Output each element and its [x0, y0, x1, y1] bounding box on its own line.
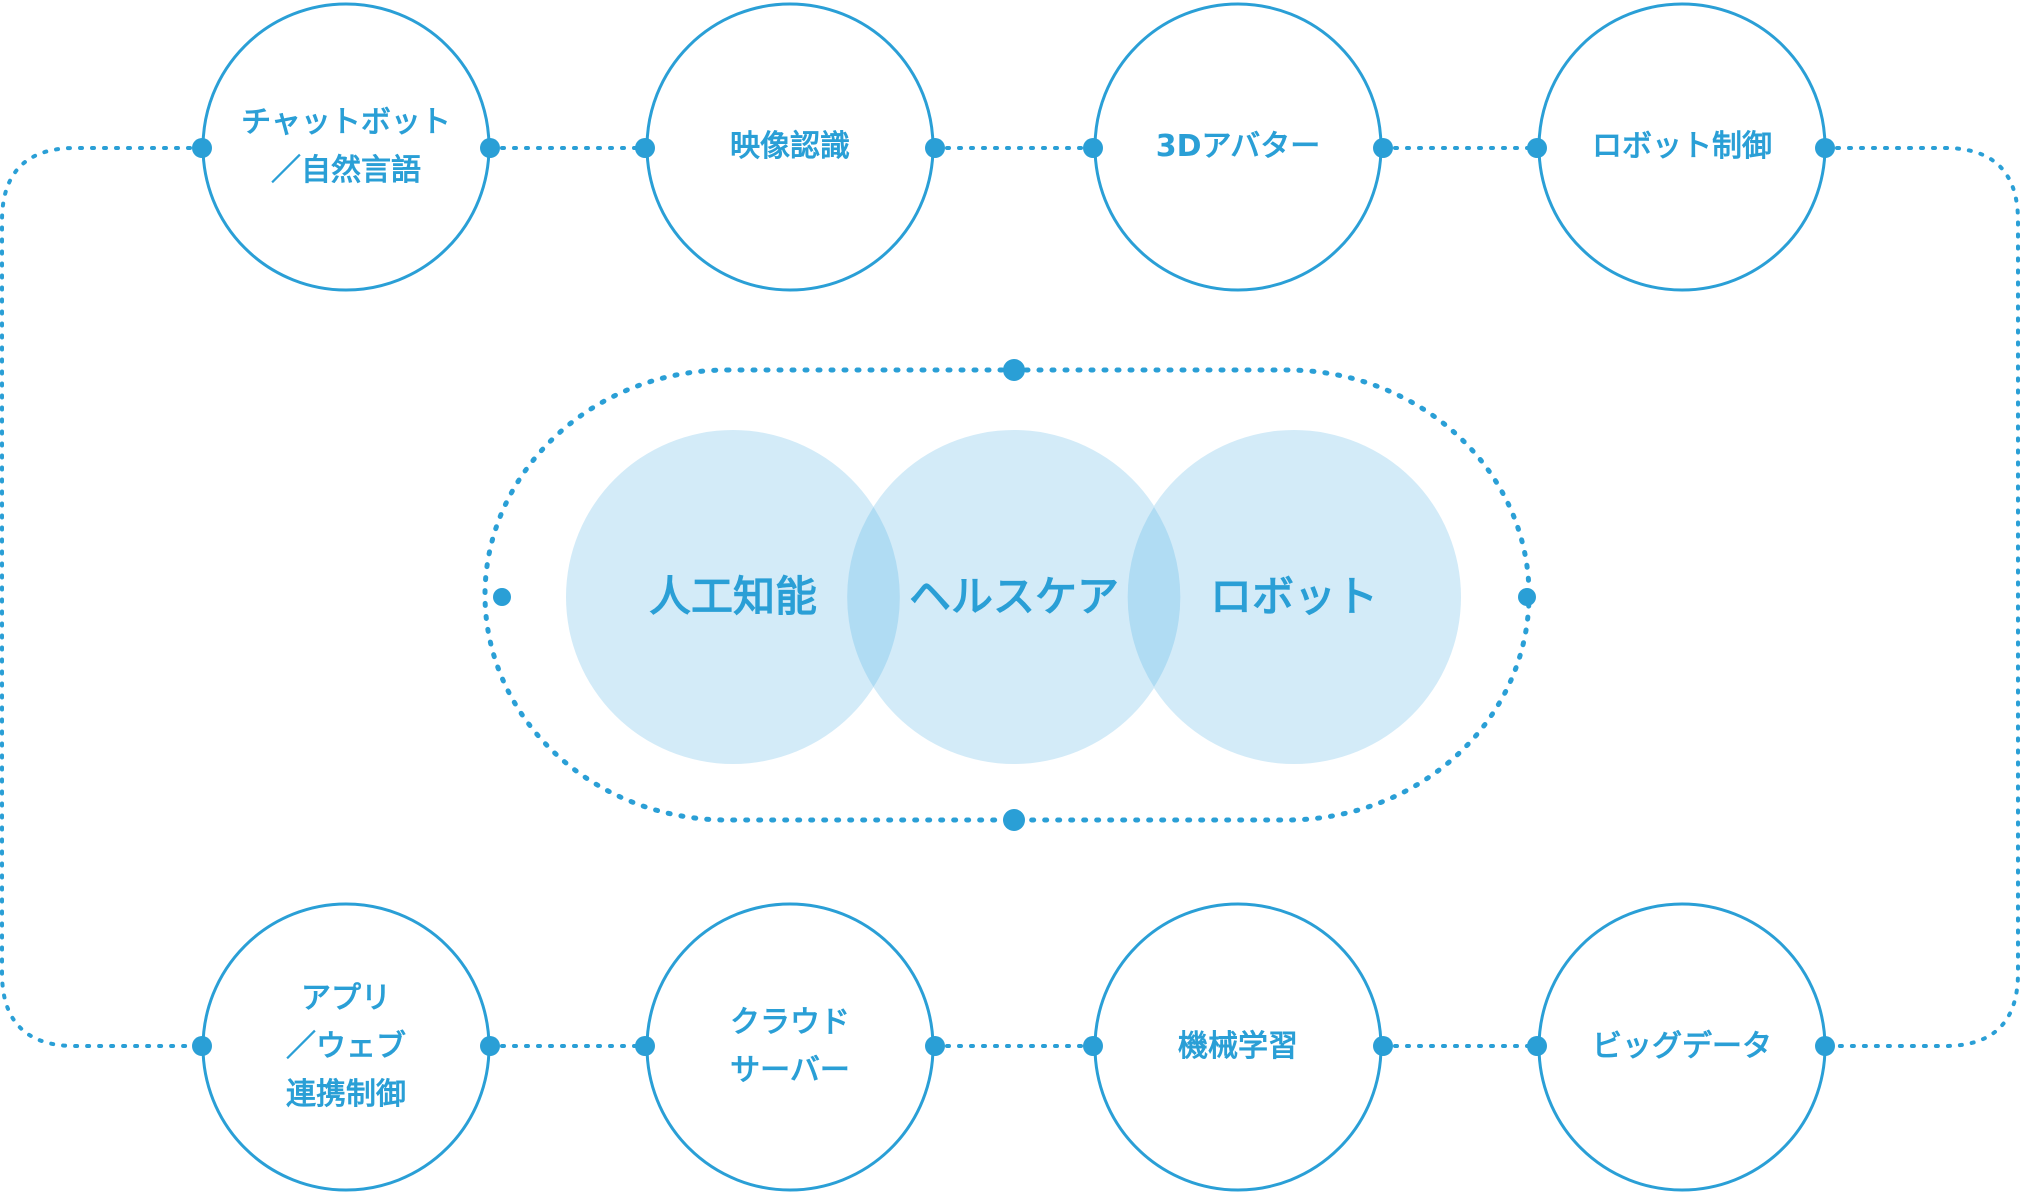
node-label-cloud-server: クラウドサーバー	[650, 999, 930, 1095]
node-label-line: 連携制御	[286, 1077, 406, 1112]
node-label-line: 機械学習	[1178, 1029, 1298, 1064]
node-label-line: ビッグデータ	[1592, 1029, 1772, 1064]
dot	[925, 1036, 945, 1056]
venn-label-healthcare: ヘルスケア	[908, 572, 1119, 621]
venn-overlap-left	[847, 507, 900, 687]
node-label-line: サーバー	[730, 1053, 850, 1088]
dot	[635, 138, 655, 158]
node-label-line: チャットボット	[241, 105, 451, 140]
inner-loop-ring	[482, 367, 1532, 823]
node-label-line: クラウド	[730, 1005, 850, 1040]
node-label-machine-learning: 機械学習	[1098, 1023, 1378, 1071]
dot	[1373, 1036, 1393, 1056]
dot	[1815, 1036, 1835, 1056]
venn-circle-robot	[1127, 430, 1461, 764]
dot	[1373, 138, 1393, 158]
dot	[925, 138, 945, 158]
connector-dots	[192, 138, 1835, 1056]
dot	[635, 1036, 655, 1056]
dot	[1083, 1036, 1103, 1056]
dot	[480, 1036, 500, 1056]
outer-node-circles	[201, 2, 1827, 1192]
dot	[480, 138, 500, 158]
node-label-line: ロボット制御	[1592, 129, 1772, 164]
venn-label-ai: 人工知能	[648, 572, 817, 621]
dot	[1527, 138, 1547, 158]
node-label-line: ／自然言語	[271, 153, 421, 188]
node-label-line: 3Dアバター	[1155, 129, 1321, 164]
dot	[1518, 588, 1536, 606]
dot	[192, 138, 212, 158]
node-connectors	[488, 146, 1539, 1048]
venn-circle-ai	[566, 430, 900, 764]
node-label-app-web: アプリ ／ウェブ連携制御	[206, 975, 486, 1119]
node-label-line: ／ウェブ	[286, 1029, 406, 1064]
venn-label-robot: ロボット	[1209, 572, 1378, 621]
dot	[1003, 809, 1025, 831]
dot	[1003, 359, 1025, 381]
node-label-line: アプリ	[301, 981, 391, 1016]
node-label-image-recognition: 映像認識	[650, 123, 930, 171]
node-label-line: 映像認識	[730, 129, 850, 164]
venn-group	[566, 430, 1461, 764]
dot	[1527, 1036, 1547, 1056]
node-label-big-data: ビッグデータ	[1542, 1023, 1822, 1071]
outer-loop-connector	[0, 146, 2020, 1048]
venn-overlap-right	[1127, 507, 1181, 687]
venn-circle-healthcare	[847, 430, 1181, 764]
node-label-chatbot: チャットボット ／自然言語	[206, 99, 486, 195]
dot	[1815, 138, 1835, 158]
dot	[192, 1036, 212, 1056]
dot	[1083, 138, 1103, 158]
dot	[493, 588, 511, 606]
node-label-robot-control: ロボット制御	[1542, 123, 1822, 171]
node-label-3d-avatar: 3Dアバター	[1098, 123, 1378, 171]
